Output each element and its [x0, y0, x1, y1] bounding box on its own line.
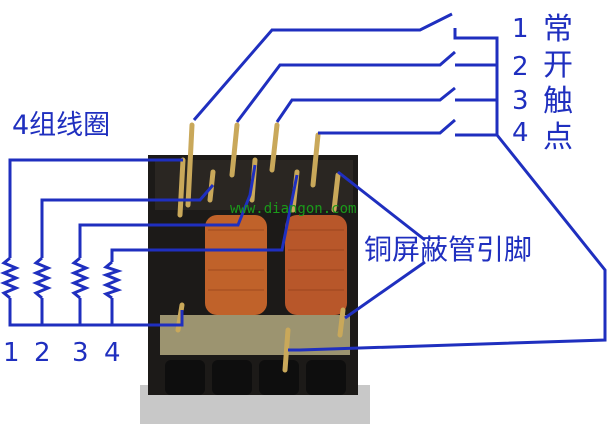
coil-number: 4 [104, 338, 121, 368]
watermark: www.diangon.com [230, 201, 357, 217]
shield-pin-label: 铜屏蔽管引脚 [364, 233, 533, 266]
contact-number: 4 [512, 118, 529, 148]
contacts-label: 常开触点 [543, 12, 573, 155]
wiring [0, 12, 607, 352]
contact-number: 2 [512, 52, 529, 82]
contact-number: 3 [512, 86, 529, 116]
coil-group-label: 4组线圈 [12, 110, 111, 141]
coil-number: 1 [3, 338, 20, 368]
contact-number: 1 [512, 14, 529, 44]
coil-number: 2 [34, 338, 51, 368]
bottom-pads [165, 360, 346, 395]
coil-number: 3 [72, 338, 89, 368]
contact-wire-1 [192, 12, 453, 121]
